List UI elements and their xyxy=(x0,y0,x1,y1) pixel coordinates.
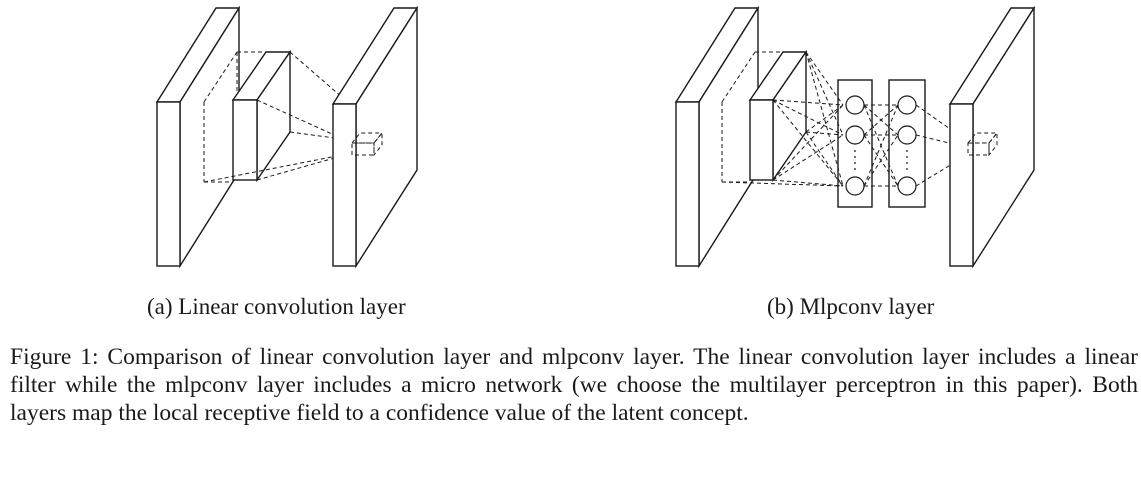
output-unit xyxy=(966,131,999,157)
neuron xyxy=(897,176,917,196)
figure-1-diagram xyxy=(155,5,1036,269)
neuron xyxy=(845,95,865,115)
linear-filter xyxy=(231,49,292,183)
mlpconv-diagram xyxy=(674,5,1036,269)
hidden-layer-2 xyxy=(888,79,926,208)
output-feature-map xyxy=(331,5,419,269)
input-feature-map xyxy=(155,5,241,269)
micro-network-input xyxy=(748,49,808,183)
neuron xyxy=(897,125,917,145)
subfigure-caption-a: (a) Linear convolution layer xyxy=(147,294,406,319)
linear-conv-diagram xyxy=(155,5,419,269)
output-unit xyxy=(350,131,384,157)
input-feature-map xyxy=(674,5,760,269)
figure-caption: Figure 1: Comparison of linear convoluti… xyxy=(10,344,1138,426)
neuron xyxy=(897,95,917,115)
connections-to-hidden-1 xyxy=(721,51,844,187)
neuron xyxy=(845,125,865,145)
hidden-layer-1 xyxy=(837,79,873,208)
output-feature-map xyxy=(948,5,1036,269)
subfigure-caption-b: (b) Mlpconv layer xyxy=(767,294,935,319)
neuron xyxy=(845,176,865,196)
connections-between-hidden xyxy=(863,104,899,187)
